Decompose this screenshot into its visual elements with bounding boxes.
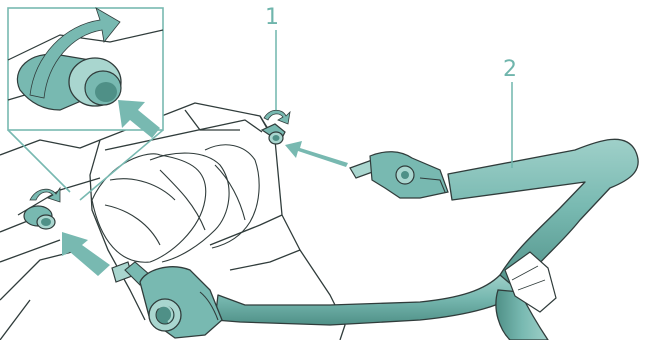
right-receptacle — [262, 124, 285, 144]
mesh-panel — [92, 145, 259, 262]
callout-number-1: 1 — [265, 5, 279, 30]
bumper-bar — [112, 139, 638, 340]
insert-arrow-right-icon — [285, 141, 348, 167]
release-arrow-left-icon — [30, 188, 60, 202]
callout-number-2: 2 — [503, 57, 517, 82]
left-receptacle — [24, 206, 55, 229]
callout-leaders — [276, 30, 512, 168]
release-arrow-right-icon — [264, 110, 290, 124]
detail-inset — [8, 8, 163, 200]
